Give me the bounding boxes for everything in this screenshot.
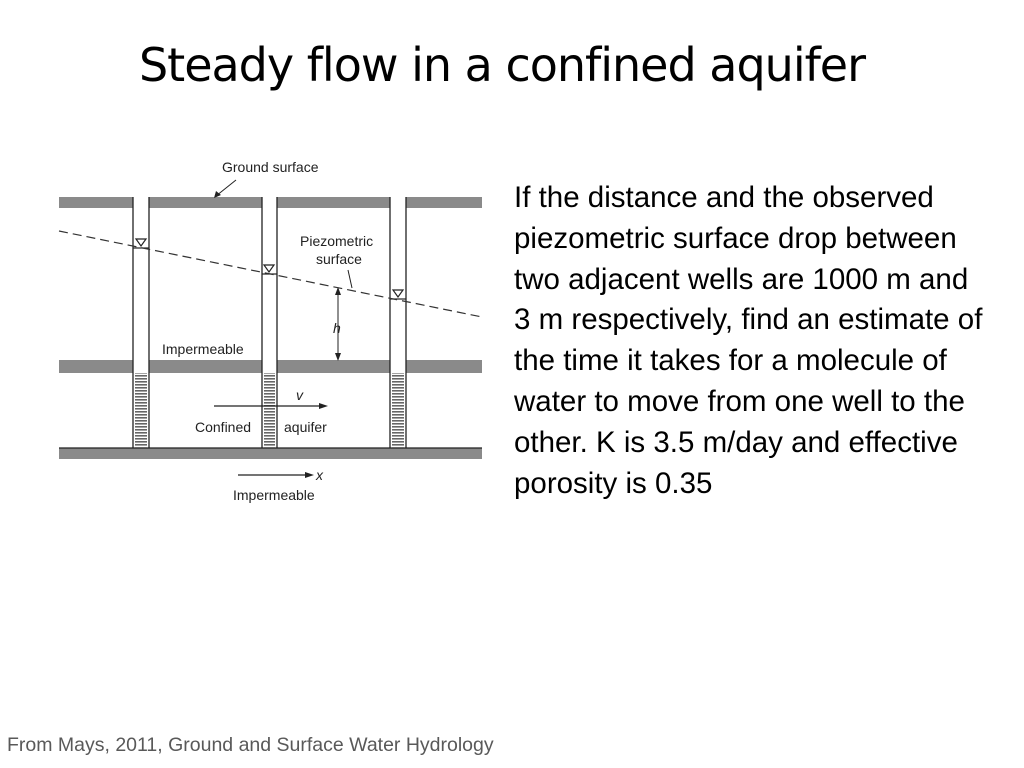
h-label: h <box>333 320 341 336</box>
impermeable-confining-layer <box>59 360 482 373</box>
source-citation: From Mays, 2011, Ground and Surface Wate… <box>7 734 494 756</box>
ground-surface-band <box>59 197 482 208</box>
impermeable-bottom-label: Impermeable <box>233 487 315 503</box>
water-level-markers <box>133 238 406 300</box>
problem-statement: If the distance and the observed piezome… <box>514 181 983 500</box>
slide-title: Steady flow in a confined aquifer <box>138 38 866 92</box>
impermeable-base-layer <box>59 448 482 459</box>
well-screens <box>135 373 404 448</box>
ground-surface-label: Ground surface <box>222 159 319 175</box>
piezometric-label-line2: surface <box>316 251 362 267</box>
aquifer-label: aquifer <box>284 419 327 435</box>
well-casings <box>132 197 407 448</box>
v-label: v <box>296 387 304 403</box>
piezometric-label-line1: Piezometric <box>300 233 373 249</box>
impermeable-top-label: Impermeable <box>162 341 244 357</box>
piezometric-surface-line <box>58 230 483 318</box>
x-label: x <box>315 467 324 483</box>
confined-label: Confined <box>195 419 251 435</box>
